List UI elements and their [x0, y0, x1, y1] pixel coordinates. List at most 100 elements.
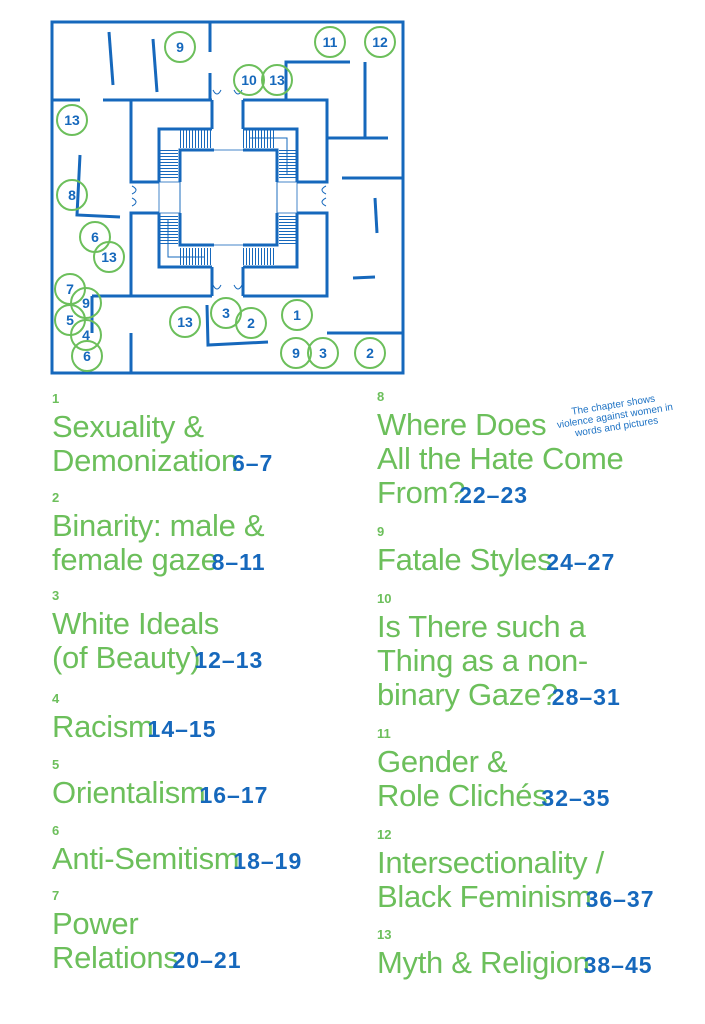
marker-circle: [233, 64, 265, 96]
marker-label: 13: [269, 72, 285, 88]
chapter-title-line: female gaze: [52, 542, 218, 577]
marker-label: 3: [222, 305, 230, 321]
marker-label: 3: [319, 345, 327, 361]
marker-circle: [70, 287, 102, 319]
room-marker: 6: [79, 221, 111, 253]
stairs: [160, 130, 296, 265]
chapter-title-line: Orientalism: [52, 775, 206, 810]
page-range: 18–19: [233, 848, 303, 874]
marker-label: 10: [241, 72, 257, 88]
marker-circle: [56, 104, 88, 136]
page-range: 32–35: [541, 785, 611, 811]
chapter-number: 1: [52, 391, 60, 406]
room-marker: 2: [354, 337, 386, 369]
chapter-number: 11: [377, 726, 391, 741]
marker-label: 12: [372, 34, 388, 50]
chapter-title-line: Is There such a: [377, 609, 586, 644]
chapter-number: 9: [377, 524, 385, 539]
marker-circle: [281, 299, 313, 331]
marker-label: 13: [101, 249, 117, 265]
chapter-title-line: Sexuality &: [52, 409, 204, 444]
marker-label: 13: [177, 314, 193, 330]
chapter-number: 2: [52, 490, 60, 505]
chapter-number: 7: [52, 888, 60, 903]
chapter-title-line: Binarity: male &: [52, 508, 265, 543]
room-marker: 13: [169, 306, 201, 338]
chapter-title-line: Where Does: [377, 407, 547, 442]
page-range: 8–11: [211, 549, 266, 575]
marker-label: 2: [366, 345, 374, 361]
chapter-number: 3: [52, 588, 60, 603]
room-marker: 3: [307, 337, 339, 369]
marker-label: 7: [66, 281, 74, 297]
page-range: 12–13: [194, 647, 264, 673]
marker-label: 8: [68, 187, 76, 203]
room-marker: 4: [70, 319, 102, 351]
chapter-title-line: Power: [52, 906, 139, 941]
chapter-title-line: Demonization: [52, 443, 238, 478]
page-range: 28–31: [551, 684, 621, 710]
marker-label: 9: [82, 295, 90, 311]
chapter-title-line: Black Feminism: [377, 879, 592, 914]
page-range: 16–17: [199, 782, 269, 808]
room-marker: 9: [164, 31, 196, 63]
courtyard: [131, 89, 327, 290]
room-marker: 1: [281, 299, 313, 331]
chapter-title-line: From?: [377, 475, 466, 510]
page-range: 24–27: [546, 549, 616, 575]
marker-circle: [261, 64, 293, 96]
marker-circle: [280, 337, 312, 369]
chapter-number: 13: [377, 927, 392, 942]
room-marker: 2: [235, 307, 267, 339]
marker-circle: [56, 179, 88, 211]
page-range: 22–23: [459, 482, 529, 508]
chapter-number: 5: [52, 757, 60, 772]
marker-circle: [314, 26, 346, 58]
marker-label: 5: [66, 312, 74, 328]
chapter-title-line: Role Clichés: [377, 778, 548, 813]
marker-circle: [235, 307, 267, 339]
marker-circle: [93, 241, 125, 273]
chapter-title-line: White Ideals: [52, 606, 219, 641]
room-marker: 8: [56, 179, 88, 211]
marker-label: 11: [323, 34, 338, 50]
marker-label: 2: [247, 315, 255, 331]
chapter-title-line: Gender &: [377, 744, 508, 779]
room-marker: 10: [233, 64, 265, 96]
chapter-number: 12: [377, 827, 392, 842]
chapter-title-line: All the Hate Come: [377, 441, 624, 476]
marker-circle: [307, 337, 339, 369]
chapter-title-line: Fatale Styles: [377, 542, 553, 577]
marker-circle: [71, 340, 103, 372]
marker-label: 13: [64, 112, 80, 128]
marker-label: 4: [82, 327, 90, 343]
marker-circle: [70, 319, 102, 351]
marker-circle: [364, 26, 396, 58]
marker-label: 6: [83, 348, 91, 364]
marker-label: 1: [293, 307, 301, 323]
page-range: 14–15: [147, 716, 217, 742]
room-marker: 6: [71, 340, 103, 372]
chapter-title-line: Thing as a non-: [377, 643, 588, 678]
marker-circle: [164, 31, 196, 63]
chapter-number: 4: [52, 691, 60, 706]
chapter-title-line: (of Beauty): [52, 640, 201, 675]
room-marker: 9: [70, 287, 102, 319]
room-marker: 13: [56, 104, 88, 136]
chapter-title-line: binary Gaze?: [377, 677, 558, 712]
chapter-title-line: Racism: [52, 709, 154, 744]
